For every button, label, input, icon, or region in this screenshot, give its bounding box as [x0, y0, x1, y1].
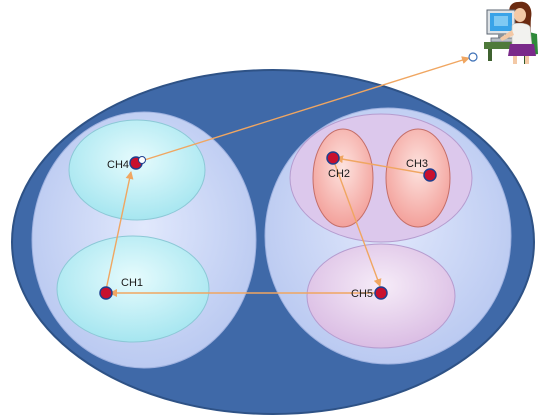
node-ch5[interactable]: CH5 — [351, 286, 388, 300]
ch3-region — [385, 128, 451, 228]
ch1-dot — [99, 286, 113, 300]
ch4-region — [68, 119, 206, 221]
link-ch4-base-station — [137, 56, 470, 163]
links — [105, 56, 470, 297]
ch3-dot — [423, 168, 437, 182]
node-ch4[interactable]: CH4 — [107, 156, 146, 172]
link-ch2-ch5 — [332, 158, 382, 287]
ch5-dot — [374, 286, 388, 300]
link-ch3-ch2 — [335, 155, 429, 175]
ch1-label: CH1 — [121, 277, 143, 289]
ch1-region — [56, 235, 210, 343]
ch2-label: CH2 — [328, 168, 350, 180]
ch4-link-port — [138, 156, 146, 164]
ch3-label: CH3 — [406, 158, 428, 170]
ch5-label: CH5 — [351, 288, 373, 300]
ch4-label: CH4 — [107, 159, 129, 171]
node-ch2[interactable]: CH2 — [326, 151, 350, 180]
link-ch1-ch4 — [105, 171, 134, 291]
node-ch3[interactable]: CH3 — [406, 158, 437, 182]
node-ch1[interactable]: CH1 — [99, 277, 143, 300]
ch2-dot — [326, 151, 340, 165]
user-at-computer-icon — [484, 1, 538, 64]
base-station-endpoint[interactable] — [468, 52, 478, 62]
